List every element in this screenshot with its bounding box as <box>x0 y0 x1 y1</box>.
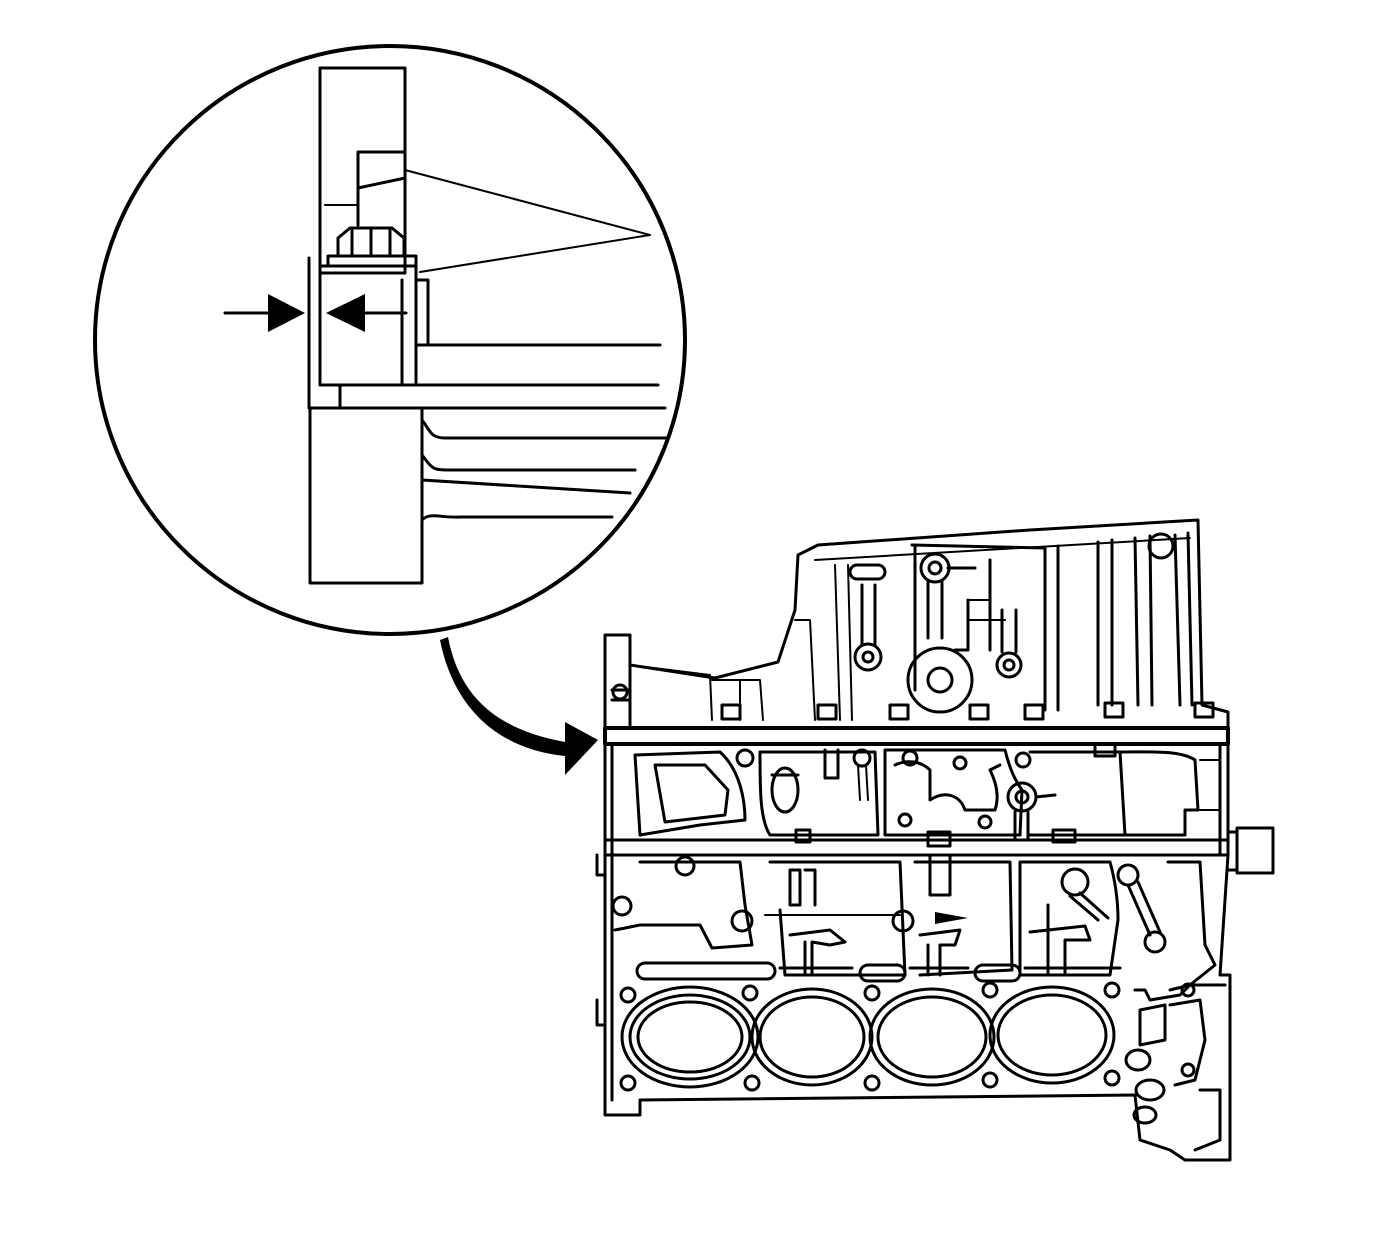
engine-mid-section <box>603 742 1230 857</box>
detail-magnifier-circle <box>93 44 687 636</box>
detail-bracket-step <box>356 150 407 227</box>
cylinder-bores <box>620 985 1116 1089</box>
oil-pump-pulley <box>906 646 974 714</box>
engine-upper-housing <box>628 518 1230 734</box>
cylinder-bore-1 <box>620 985 760 1089</box>
engine-timing-cover-area <box>883 748 1024 837</box>
detail-magnifier <box>93 44 687 636</box>
detail-bolt <box>318 226 418 268</box>
engine-block-front-view <box>595 518 1275 1162</box>
cylinder-bore-3 <box>868 987 996 1087</box>
detail-collar <box>318 264 418 387</box>
engine-side-boss <box>1235 826 1275 875</box>
clearance-dimension-arrows <box>223 294 408 332</box>
cylinder-bore-4 <box>988 985 1116 1085</box>
callout-arrow <box>440 637 598 775</box>
cylinder-bore-2 <box>750 987 874 1087</box>
detail-upper-bracket <box>318 66 407 275</box>
detail-leader-lines <box>404 169 651 273</box>
engine-deck-flange <box>603 726 1230 746</box>
detail-lower-block <box>308 406 424 585</box>
engine-lower-section <box>603 853 1232 1162</box>
head-bolt-holes <box>619 981 1121 1092</box>
housing-flange-bolts <box>720 701 1215 721</box>
